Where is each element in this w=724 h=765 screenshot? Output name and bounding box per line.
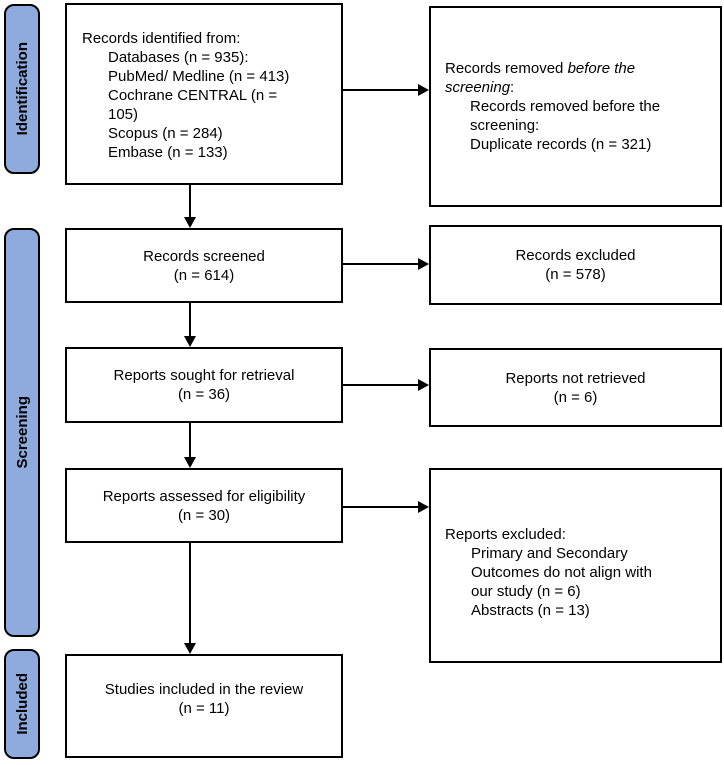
stage-label-screening: Screening: [13, 396, 31, 469]
arrow-identified-to-screened-head: [184, 217, 196, 228]
box-records-identified: Records identified from: Databases (n = …: [65, 3, 343, 185]
arrow-sought-to-assessed-head: [184, 457, 196, 468]
records-screened-label: Records screened: [143, 247, 265, 265]
reports-assessed-label: Reports assessed for eligibility: [102, 487, 306, 505]
records-screened-count: (n = 614): [173, 266, 235, 284]
arrow-sought-to-not-retrieved-head: [418, 379, 429, 391]
studies-included-label: Studies included in the review: [104, 681, 304, 698]
reports-assessed-count: (n = 30): [177, 506, 231, 524]
arrow-sought-to-not-retrieved-line: [343, 384, 418, 386]
records-identified-item: Scopus (n = 284): [108, 125, 223, 142]
reports-not-retrieved-count: (n = 6): [553, 388, 598, 406]
box-reports-assessed: Reports assessed for eligibility (n = 30…: [65, 468, 343, 543]
records-removed-item: Records removed before the screening:: [470, 98, 661, 134]
records-identified-item: PubMed/ Medline (n = 413): [108, 68, 290, 85]
reports-excluded-title: Reports excluded:: [445, 526, 566, 543]
studies-included-count: (n = 11): [178, 700, 230, 717]
arrow-identified-to-removed-line: [343, 89, 418, 91]
stage-label-identification: Identification: [13, 42, 31, 136]
arrow-assessed-to-reports-excluded-head: [418, 501, 429, 513]
box-reports-not-retrieved: Reports not retrieved (n = 6): [429, 348, 722, 427]
reports-sought-count: (n = 36): [177, 386, 231, 403]
records-removed-title: Records removed before the screening:: [445, 60, 636, 96]
arrow-assessed-to-reports-excluded-line: [343, 506, 418, 508]
reports-excluded-item: Primary and Secondary Outcomes do not al…: [471, 545, 652, 600]
arrow-screened-to-excluded-head: [418, 258, 429, 270]
arrow-assessed-to-included-line: [189, 543, 191, 644]
box-records-excluded: Records excluded (n = 578): [429, 225, 722, 305]
reports-excluded-item: Abstracts (n = 13): [471, 602, 590, 619]
records-identified-item: Embase (n = 133): [108, 144, 228, 161]
arrow-screened-to-excluded-line: [343, 263, 418, 265]
reports-not-retrieved-label: Reports not retrieved: [505, 369, 646, 387]
box-records-removed: Records removed before the screening: Re…: [429, 6, 722, 207]
records-identified-title: Records identified from:: [82, 30, 241, 47]
box-reports-excluded: Reports excluded: Primary and Secondary …: [429, 468, 722, 663]
box-reports-sought: Reports sought for retrieval (n = 36): [65, 347, 343, 423]
reports-sought-label: Reports sought for retrieval: [113, 367, 295, 384]
arrow-sought-to-assessed-line: [189, 423, 191, 458]
stage-bar-identification: Identification: [4, 4, 40, 174]
records-removed-title-italic: before the screening: [445, 60, 636, 96]
arrow-screened-to-sought-head: [184, 336, 196, 347]
arrow-assessed-to-included-head: [184, 643, 196, 654]
stage-bar-included: Included: [4, 649, 40, 759]
box-records-screened: Records screened (n = 614): [65, 228, 343, 303]
arrow-screened-to-sought-line: [189, 303, 191, 337]
records-identified-item: Databases (n = 935):: [108, 49, 249, 66]
stage-label-included: Included: [13, 673, 31, 735]
box-studies-included: Studies included in the review (n = 11): [65, 654, 343, 758]
records-excluded-label: Records excluded: [515, 247, 636, 264]
records-removed-item: Duplicate records (n = 321): [470, 136, 652, 153]
arrow-identified-to-removed-head: [418, 84, 429, 96]
stage-bar-screening: Screening: [4, 228, 40, 637]
arrow-identified-to-screened-line: [189, 185, 191, 218]
records-excluded-count: (n = 578): [545, 266, 606, 283]
records-identified-item: Cochrane CENTRAL (n = 105): [108, 87, 278, 123]
